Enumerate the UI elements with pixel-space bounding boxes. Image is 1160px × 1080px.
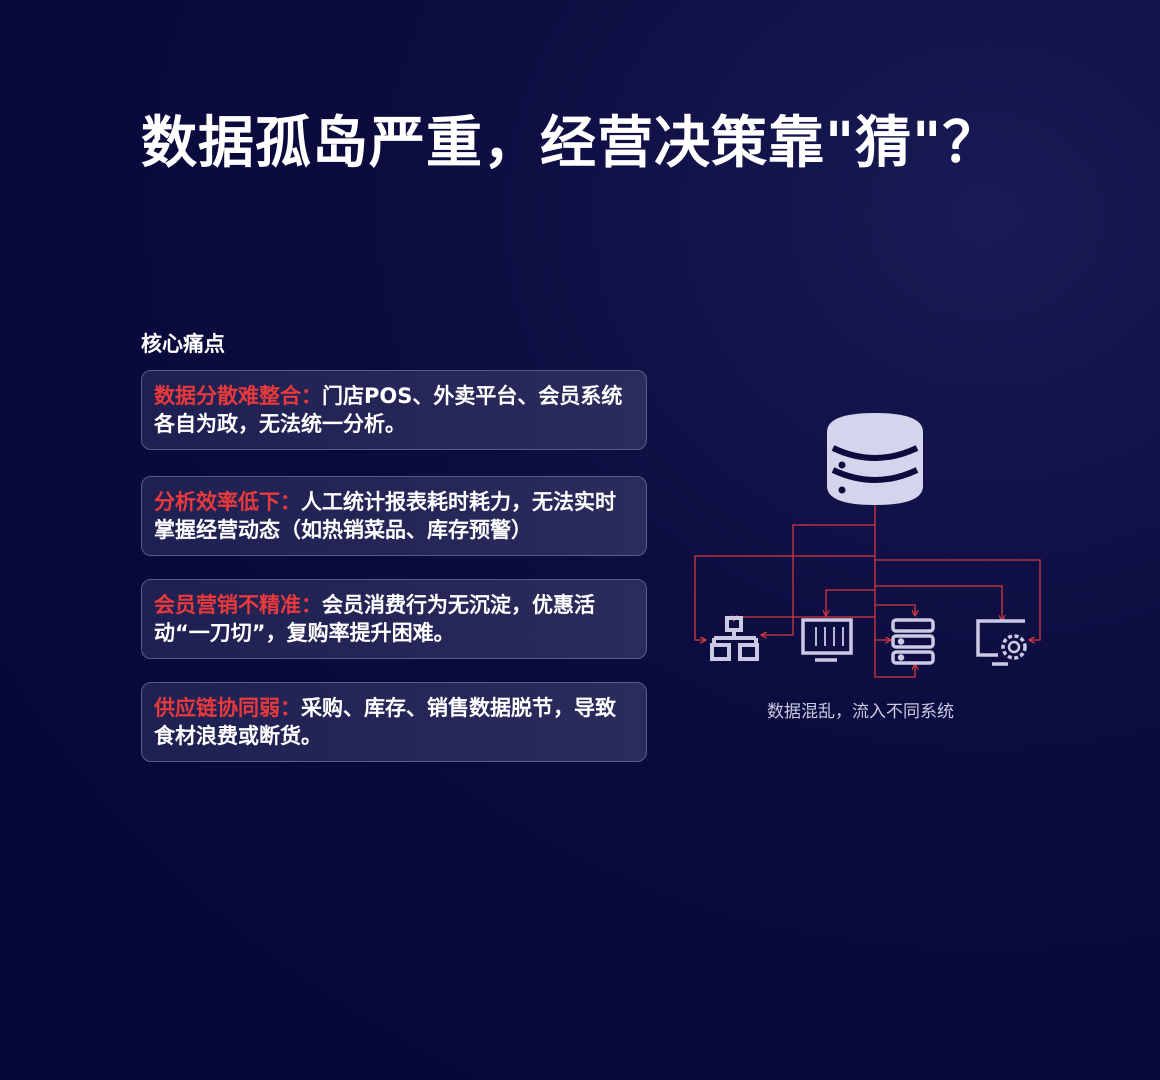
monitor-sliders-icon [801,618,853,662]
pain-point-card: 分析效率低下：人工统计报表耗时耗力，无法实时掌握经营动态（如热销菜品、库存预警） [141,476,647,556]
flow-lines [694,505,1041,678]
pain-point-text: 门店POS、外卖平台、会员系统各自为政，无法统一分析。 [154,384,623,436]
monitor-gear-icon [976,619,1027,666]
pain-point-text: 会员消费行为无沉淀，优惠活动“一刀切”，复购率提升困难。 [154,593,595,645]
pain-point-text: 人工统计报表耗时耗力，无法实时掌握经营动态（如热销菜品、库存预警） [154,490,616,542]
pain-point-card: 会员营销不精准：会员消费行为无沉淀，优惠活动“一刀切”，复购率提升困难。 [141,579,647,659]
pain-point-heading: 会员营销不精准： [154,593,322,617]
database-icon [827,413,923,505]
pain-point-text: 采购、库存、销售数据脱节，导致食材浪费或断货。 [154,696,616,748]
diagram-caption: 数据混乱，流入不同系统 [767,702,954,722]
pain-point-heading: 供应链协同弱： [154,696,301,720]
pain-point-heading: 数据分散难整合： [154,384,322,408]
pain-point-card: 供应链协同弱：采购、库存、销售数据脱节，导致食材浪费或断货。 [141,682,647,762]
page-title: 数据孤岛严重，经营决策靠"猜"？ [141,111,1000,176]
pain-point-card: 数据分散难整合：门店POS、外卖平台、会员系统各自为政，无法统一分析。 [141,370,647,450]
server-icon [891,618,935,665]
pain-point-heading: 分析效率低下： [154,490,301,514]
section-label: 核心痛点 [141,332,225,356]
network-icon [710,616,759,661]
